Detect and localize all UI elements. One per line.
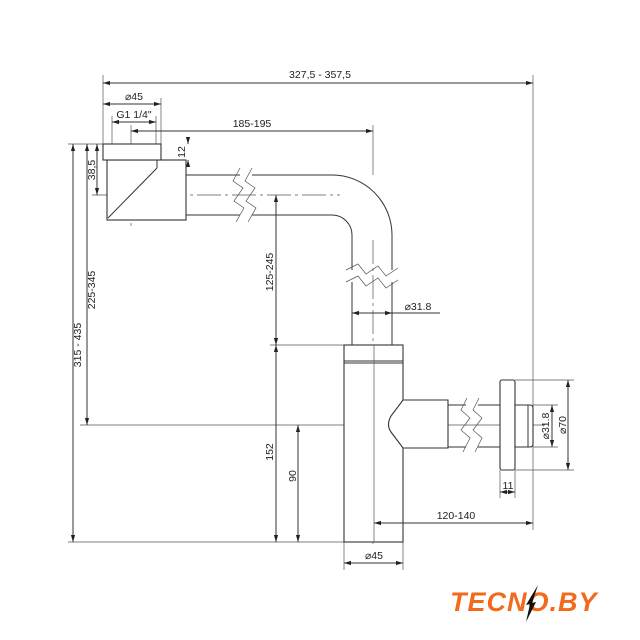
inlet-elbow (102, 143, 187, 221)
dim-thread: G1 1/4" (116, 109, 152, 121)
trap-body (343, 344, 449, 543)
dimension-lines (70, 80, 571, 566)
wall-flange (499, 379, 516, 471)
dim-horizontal-reach: 185-195 (233, 118, 272, 130)
dim-body-diameter: ⌀45 (365, 550, 383, 562)
dim-outlet-center-height: 90 (287, 470, 299, 482)
dim-inlet-offset: 38,5 (86, 160, 98, 181)
dim-outlet-pipe-diameter: ⌀31.8 (540, 412, 552, 439)
dim-vertical-adjust: 125-245 (264, 253, 276, 292)
dim-outlet-height: 225-345 (86, 271, 98, 310)
vertical-pipe (345, 263, 399, 345)
dim-cap-height: 12 (176, 146, 188, 158)
outlet-pipe (448, 379, 534, 471)
logo-bolt-icon (526, 585, 538, 622)
dim-outlet-reach: 120-140 (437, 510, 476, 522)
horizontal-pipe (186, 167, 393, 270)
tecno-by-logo: TECNO.BY (450, 585, 600, 622)
dim-inlet-diameter: ⌀45 (125, 91, 143, 103)
dim-overall-width: 327,5 - 357,5 (289, 69, 351, 81)
dim-body-height: 152 (264, 443, 276, 461)
dim-flange-thickness: 11 (503, 480, 514, 492)
dimension-labels: 327,5 - 357,5 ⌀45 G1 1/4" 185-195 12 38,… (72, 69, 569, 562)
logo-text: TECNO.BY (450, 587, 600, 617)
dim-total-height: 315 - 435 (72, 323, 84, 368)
dim-vertical-pipe-diameter: ⌀31.8 (405, 301, 432, 313)
dim-flange-diameter: ⌀70 (557, 416, 569, 434)
